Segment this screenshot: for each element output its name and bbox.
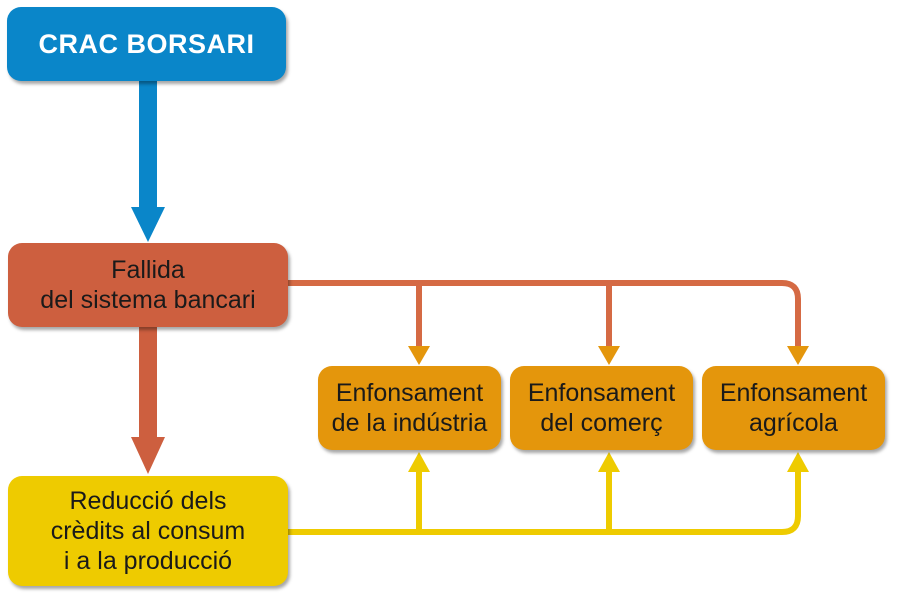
node-enfonsament-industria: Enfonsament de la indústria: [318, 366, 501, 450]
node-comerc-line-1: Enfonsament: [527, 379, 676, 407]
connector-fallida-to-enfonsaments: [288, 280, 809, 365]
node-agricola-line-2: agrícola: [749, 409, 838, 437]
node-fallida-sistema-bancari: Fallida del sistema bancari: [8, 243, 288, 327]
node-comerc-line-2: del comerç: [540, 409, 663, 437]
node-reduccio-credits: Reducció dels crèdits al consum i a la p…: [8, 476, 288, 586]
node-agricola-line-1: Enfonsament: [719, 379, 868, 407]
node-reduccio-line-1: Reducció dels: [69, 487, 227, 515]
node-reduccio-line-2: crèdits al consum: [50, 517, 246, 545]
node-industria-line-2: de la indústria: [331, 409, 488, 437]
node-reduccio-line-3: i a la producció: [63, 547, 233, 575]
arrow-crac-to-fallida: [131, 81, 165, 242]
node-crac-borsari: CRAC BORSARI: [7, 7, 286, 81]
node-enfonsament-agricola: Enfonsament agrícola: [702, 366, 885, 450]
node-enfonsament-comerc: Enfonsament del comerç: [510, 366, 693, 450]
node-crac-borsari-label: CRAC BORSARI: [38, 28, 255, 59]
node-fallida-line-1: Fallida: [111, 256, 185, 284]
node-industria-line-1: Enfonsament: [335, 379, 484, 407]
node-fallida-line-2: del sistema bancari: [40, 286, 256, 314]
connector-reduccio-to-enfonsaments: [288, 452, 809, 535]
arrow-fallida-to-reduccio: [131, 327, 165, 474]
